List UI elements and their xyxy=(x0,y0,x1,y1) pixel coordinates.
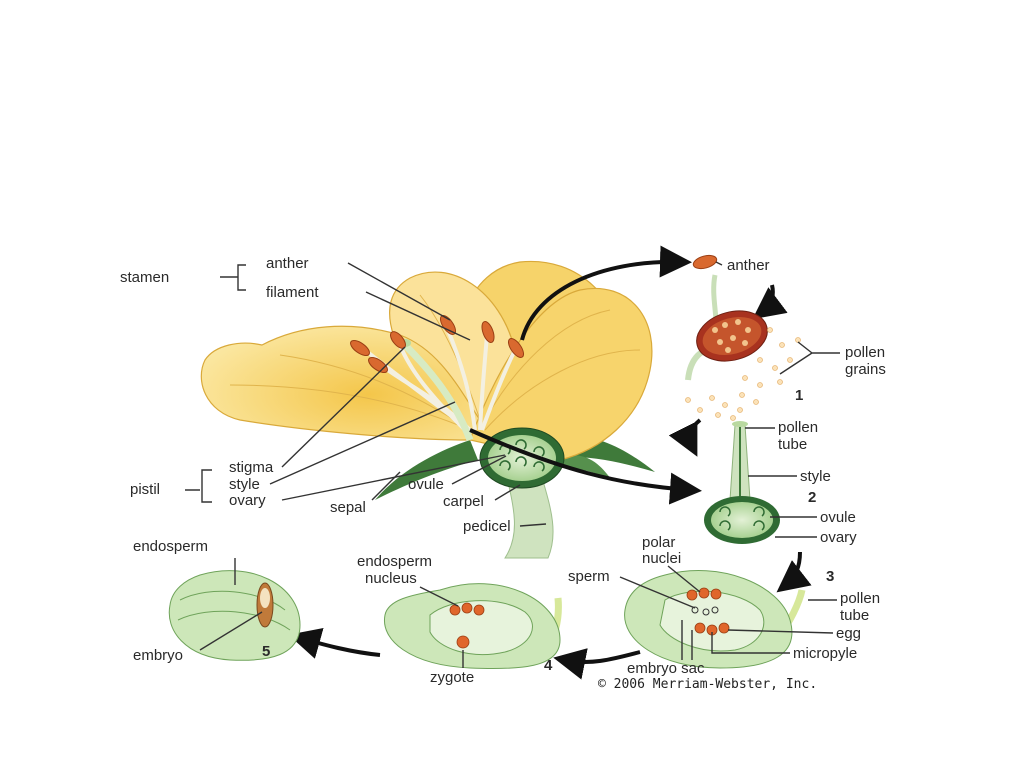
arrow-to-anther xyxy=(520,245,692,341)
label-anther-right: anther xyxy=(727,257,770,274)
step-number-4: 4 xyxy=(544,657,553,674)
label-ovary-right: ovary xyxy=(820,529,857,546)
label-endosperm-nucleus-2: nucleus xyxy=(365,570,417,587)
label-sepal: sepal xyxy=(330,499,366,516)
sepal-right-2 xyxy=(560,454,612,480)
label-pollen-tube-a-1: pollen xyxy=(778,419,818,436)
label-anther: anther xyxy=(266,255,309,272)
label-ovule-right: ovule xyxy=(820,509,856,526)
step-number-5: 5 xyxy=(262,643,270,660)
label-embryo-sac: embryo sac xyxy=(627,660,705,677)
step-number-3: 3 xyxy=(826,568,834,585)
main-flower xyxy=(200,260,655,559)
label-pistil: pistil xyxy=(130,481,160,498)
label-style-right: style xyxy=(800,468,831,485)
pollen-grains-scatter xyxy=(685,327,801,421)
main-style xyxy=(402,342,474,442)
sepal-left xyxy=(375,440,478,500)
anther-detail: anther xyxy=(692,254,788,321)
label-pollen-grains-2: grains xyxy=(845,361,886,378)
label-stamen: stamen xyxy=(120,269,169,286)
label-carpel: carpel xyxy=(443,493,484,510)
label-pollen-grains-1: pollen xyxy=(845,344,885,361)
label-sperm: sperm xyxy=(568,568,610,585)
label-pollen-tube-a-2: tube xyxy=(778,436,807,453)
arrow-3-to-4 xyxy=(553,648,641,680)
step-number-1: 1 xyxy=(795,387,803,404)
pedicel-stem xyxy=(504,469,554,559)
label-ovary: ovary xyxy=(229,492,266,509)
label-filament: filament xyxy=(266,284,319,301)
main-flower-labels: stamen anther filament pistil stigma sty… xyxy=(120,255,547,535)
label-egg: egg xyxy=(836,625,861,642)
open-anther-detail: pollen grains 1 xyxy=(668,310,886,457)
petal-veins xyxy=(229,294,641,431)
label-micropyle: micropyle xyxy=(793,645,857,662)
label-pollen-tube-b-1: pollen xyxy=(840,590,880,607)
label-style: style xyxy=(229,476,260,493)
ovule-fertilization-3: polar nuclei sperm pollen tube egg micro… xyxy=(568,534,880,677)
step-number-2: 2 xyxy=(808,489,816,506)
label-ovule: ovule xyxy=(408,476,444,493)
label-endosperm: endosperm xyxy=(133,538,208,555)
label-stigma: stigma xyxy=(229,459,274,476)
label-pollen-tube-b-2: tube xyxy=(840,607,869,624)
pistil-detail: pollen tube style 2 ovule ovary 3 xyxy=(704,419,857,593)
label-polar-nuclei-2: nuclei xyxy=(642,550,681,567)
seed-embryo-5: endosperm embryo 5 xyxy=(133,538,301,664)
label-endosperm-nucleus-1: endosperm xyxy=(357,553,432,570)
copyright-notice: © 2006 Merriam-Webster, Inc. xyxy=(598,677,817,692)
label-pedicel: pedicel xyxy=(463,518,511,535)
label-polar-nuclei-1: polar xyxy=(642,534,675,551)
arrow-to-pistil xyxy=(469,428,702,505)
label-zygote: zygote xyxy=(430,669,474,686)
ovule-zygote-4: endosperm nucleus zygote 4 xyxy=(357,553,562,686)
arrow-4-to-5 xyxy=(288,627,381,659)
label-embryo: embryo xyxy=(133,647,183,664)
